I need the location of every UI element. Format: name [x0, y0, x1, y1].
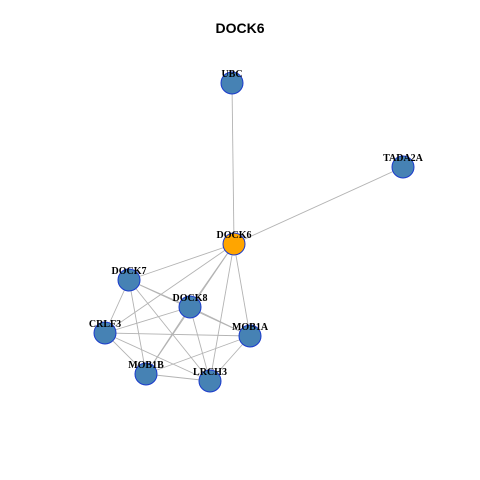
node-dock7[interactable]: [117, 268, 141, 292]
node-dock8[interactable]: [178, 295, 202, 319]
node-mob1b[interactable]: [134, 362, 158, 386]
node-label-dock7: DOCK7: [112, 266, 147, 277]
node-lrch3[interactable]: [198, 369, 222, 393]
node-label-dock6: DOCK6: [217, 230, 252, 241]
node-label-tada2a: TADA2A: [383, 153, 424, 164]
edge-dock7-mob1b: [128, 279, 147, 375]
graph-title: DOCK6: [215, 20, 265, 36]
edge-crlf3-mob1a: [104, 332, 251, 337]
node-label-ubc: UBC: [221, 69, 242, 80]
node-layer: [93, 71, 415, 393]
edge-dock7-lrch3: [128, 279, 211, 382]
edge-dock8-crlf3: [104, 306, 191, 334]
node-label-crlf3: CRLF3: [89, 319, 121, 330]
edge-dock6-crlf3: [104, 243, 235, 334]
edge-dock8-lrch3: [189, 306, 211, 382]
edge-dock6-mob1a: [233, 243, 251, 337]
node-label-lrch3: LRCH3: [193, 367, 227, 378]
node-label-mob1b: MOB1B: [128, 360, 164, 371]
edge-dock6-lrch3: [209, 243, 235, 382]
edge-mob1a-mob1b: [145, 335, 251, 375]
edge-crlf3-lrch3: [104, 332, 211, 382]
edge-ubc-dock6: [231, 82, 235, 245]
node-mob1a[interactable]: [238, 324, 262, 348]
node-label-dock8: DOCK8: [173, 293, 208, 304]
edge-dock8-mob1b: [145, 306, 191, 375]
edge-dock6-dock7: [128, 243, 235, 281]
edge-tada2a-dock6: [233, 166, 404, 245]
node-ubc[interactable]: [220, 71, 244, 95]
node-label-mob1a: MOB1A: [232, 322, 269, 333]
node-tada2a[interactable]: [391, 155, 415, 179]
node-crlf3[interactable]: [93, 321, 117, 345]
node-dock6[interactable]: [222, 232, 246, 256]
